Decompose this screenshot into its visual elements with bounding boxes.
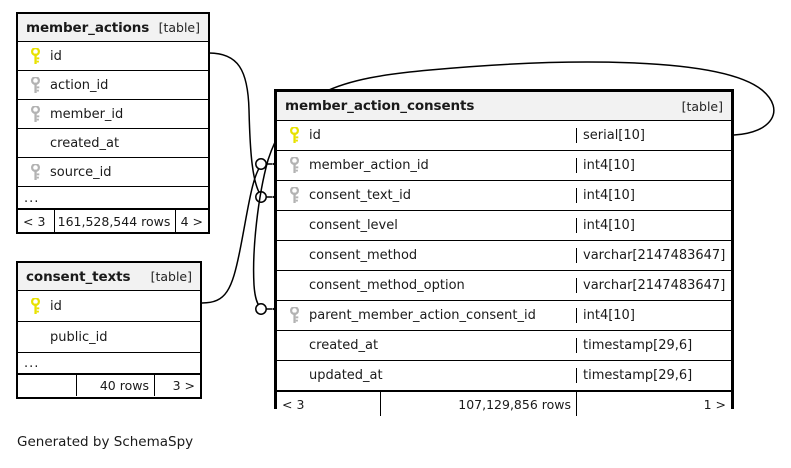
diagram-caption: Generated by SchemaSpy <box>17 434 194 450</box>
table-row[interactable]: created_at <box>18 129 208 158</box>
table-row[interactable]: id serial[10] <box>277 121 731 151</box>
column-name: public_id <box>50 329 108 345</box>
next-page-button[interactable]: 3 > <box>154 375 200 396</box>
table-type-tag: [table] <box>150 269 192 284</box>
column-cell: source_id <box>18 163 208 181</box>
prev-page-button[interactable]: < 3 <box>282 396 305 412</box>
column-type: serial[10] <box>576 128 731 143</box>
row-count: 40 rows <box>76 375 154 396</box>
column-name: consent_method <box>309 248 418 263</box>
column-type: varchar[2147483647] <box>576 248 731 263</box>
table-title: member_action_consents <box>285 98 475 114</box>
column-name: consent_text_id <box>309 188 411 203</box>
column-cell: consent_method <box>277 248 576 263</box>
prev-page-button[interactable]: < 3 <box>23 213 46 229</box>
table-row[interactable]: consent_level int4[10] <box>277 211 731 241</box>
column-type: int4[10] <box>576 188 731 203</box>
column-name: created_at <box>50 135 120 151</box>
column-cell: created_at <box>18 136 208 151</box>
column-cell: consent_level <box>277 218 576 233</box>
column-name: created_at <box>309 338 379 353</box>
table-footer-member-actions: < 3 161,528,544 rows 4 > <box>18 209 208 232</box>
foreign-key-icon <box>283 187 305 204</box>
column-cell: updated_at <box>277 368 576 383</box>
foreign-key-icon <box>283 157 305 174</box>
table-row[interactable]: updated_at timestamp[29,6] <box>277 361 731 391</box>
next-page-button[interactable]: 1 > <box>576 392 731 416</box>
column-type: varchar[2147483647] <box>576 278 731 293</box>
column-cell: member_id <box>18 105 208 123</box>
primary-key-icon <box>24 47 46 65</box>
table-row[interactable]: source_id <box>18 158 208 187</box>
foreign-key-icon <box>24 163 46 181</box>
column-name: member_action_id <box>309 158 429 173</box>
table-row[interactable]: created_at timestamp[29,6] <box>277 331 731 361</box>
column-name: parent_member_action_consent_id <box>309 308 536 323</box>
table-row[interactable]: member_id <box>18 100 208 129</box>
row-count: 161,528,544 rows <box>53 210 176 232</box>
table-row[interactable]: consent_text_id int4[10] <box>277 181 731 211</box>
column-name: id <box>50 48 62 64</box>
next-page-button[interactable]: 4 > <box>175 210 208 232</box>
table-header-consent-texts: consent_texts [table] <box>18 263 200 291</box>
table-member-actions[interactable]: member_actions [table] id <box>16 12 210 234</box>
column-type: int4[10] <box>576 158 731 173</box>
table-type-tag: [table] <box>158 20 200 35</box>
table-member-action-consents[interactable]: member_action_consents [table] id serial… <box>274 89 734 416</box>
column-cell: parent_member_action_consent_id <box>277 307 576 324</box>
column-name: consent_level <box>309 218 398 233</box>
column-cell: id <box>277 127 576 144</box>
more-columns-indicator: ... <box>18 187 208 209</box>
table-row[interactable]: id <box>18 42 208 71</box>
column-cell: public_id <box>18 330 200 345</box>
foreign-key-icon <box>283 307 305 324</box>
column-cell: consent_method_option <box>277 278 576 293</box>
table-footer-consent-texts: 40 rows 3 > <box>18 374 200 396</box>
table-row[interactable]: parent_member_action_consent_id int4[10] <box>277 301 731 331</box>
column-name: id <box>309 128 321 143</box>
table-row[interactable]: public_id <box>18 322 200 353</box>
table-title: consent_texts <box>26 268 131 285</box>
table-header-member-action-consents: member_action_consents [table] <box>277 92 731 121</box>
relationship-consent-texts-to-consents <box>201 158 282 304</box>
table-consent-texts[interactable]: consent_texts [table] id public_id <box>16 261 202 399</box>
primary-key-icon <box>24 297 46 315</box>
column-type: timestamp[29,6] <box>576 338 731 353</box>
table-row[interactable]: consent_method_option varchar[2147483647… <box>277 271 731 301</box>
relationship-member-actions-to-consents <box>208 52 282 203</box>
prev-page-button[interactable] <box>18 375 76 396</box>
column-name: consent_method_option <box>309 278 465 293</box>
table-header-member-actions: member_actions [table] <box>18 14 208 42</box>
column-name: action_id <box>50 77 109 93</box>
foreign-key-icon <box>24 105 46 123</box>
column-cell: member_action_id <box>277 157 576 174</box>
table-type-tag: [table] <box>681 98 723 114</box>
column-type: timestamp[29,6] <box>576 368 731 383</box>
column-cell: consent_text_id <box>277 187 576 204</box>
column-cell: id <box>18 297 200 315</box>
column-name: id <box>50 298 62 314</box>
table-title: member_actions <box>26 19 150 36</box>
column-name: source_id <box>50 164 112 180</box>
table-row[interactable]: id <box>18 291 200 322</box>
table-row[interactable]: action_id <box>18 71 208 100</box>
table-row[interactable]: member_action_id int4[10] <box>277 151 731 181</box>
foreign-key-icon <box>24 76 46 94</box>
column-type: int4[10] <box>576 308 731 323</box>
column-type: int4[10] <box>576 218 731 233</box>
table-row[interactable]: consent_method varchar[2147483647] <box>277 241 731 271</box>
column-name: updated_at <box>309 368 383 383</box>
column-cell: created_at <box>277 338 576 353</box>
column-cell: action_id <box>18 76 208 94</box>
table-footer-member-action-consents: < 3 107,129,856 rows 1 > <box>277 391 731 416</box>
more-columns-indicator: ... <box>18 353 200 374</box>
primary-key-icon <box>283 127 305 144</box>
row-count: 107,129,856 rows <box>380 392 576 416</box>
column-name: member_id <box>50 106 124 122</box>
column-cell: id <box>18 47 208 65</box>
